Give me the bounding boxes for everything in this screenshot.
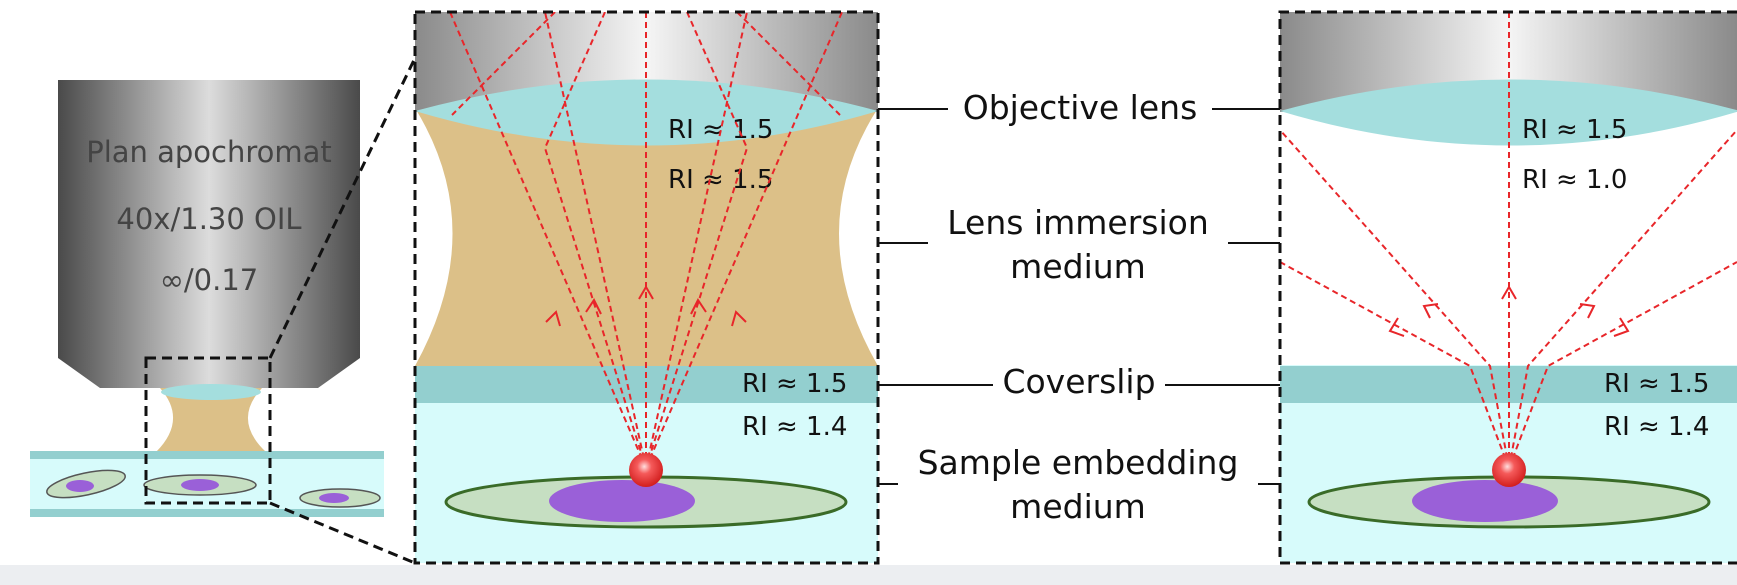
label-lens-immersion-line1: Lens immersion [947, 203, 1209, 242]
objective-overview: Plan apochromat 40x/1.30 OIL ∞/0.17 [58, 80, 360, 452]
objective-label-line3: ∞/0.17 [160, 263, 259, 297]
oil-light-rays [449, 12, 843, 469]
oil-arrow-1 [545, 310, 561, 327]
air-light-source [1492, 453, 1526, 487]
oil-panel-frame [413, 10, 880, 565]
oil-arrow-3 [638, 285, 654, 300]
oil-ri-immersion: RI ≈ 1.5 [668, 165, 773, 195]
zoom-box [144, 356, 272, 505]
footer-bar [0, 565, 1737, 585]
air-ray-3 [1508, 129, 1737, 469]
panel-oil-immersion: RI ≈ 1.5 RI ≈ 1.5 RI ≈ 1.5 RI ≈ 1.4 [415, 12, 878, 563]
oil-ri-sample: RI ≈ 1.4 [742, 412, 847, 442]
air-ri-lens: RI ≈ 1.5 [1522, 115, 1627, 145]
oil-light-source [629, 453, 663, 487]
oil-nucleus [549, 480, 695, 522]
oil-ri-coverslip: RI ≈ 1.5 [742, 369, 847, 399]
overview-nucleus-1 [66, 480, 94, 492]
microscopy-refractive-index-diagram: Plan apochromat 40x/1.30 OIL ∞/0.17 RI ≈… [30, 10, 1737, 565]
oil-ray-2 [544, 12, 647, 469]
oil-ray-1 [449, 12, 647, 469]
air-ri-immersion: RI ≈ 1.0 [1522, 165, 1627, 195]
oil-ray-lens-4 [736, 12, 841, 116]
air-ri-coverslip: RI ≈ 1.5 [1604, 369, 1709, 399]
overview-front-lens [161, 384, 261, 400]
objective-label-line2: 40x/1.30 OIL [116, 202, 301, 236]
zoom-line-bottom [269, 501, 416, 565]
oil-ray-lens-2 [645, 12, 749, 469]
air-ray-2 [1280, 129, 1510, 469]
air-ri-sample: RI ≈ 1.4 [1604, 412, 1709, 442]
oil-ray-lens-1 [543, 12, 647, 469]
air-arrow-3 [1501, 285, 1517, 300]
air-arrow-1 [1388, 317, 1405, 337]
objective-label-line1: Plan apochromat [86, 135, 332, 169]
overview-coverslip [30, 451, 384, 459]
label-coverslip: Coverslip [1002, 362, 1155, 401]
zoom-indicator [144, 57, 417, 565]
air-ray-arrows [1388, 285, 1630, 337]
air-nucleus [1412, 480, 1558, 522]
air-light-rays [1280, 12, 1737, 469]
air-arrow-2 [1422, 303, 1439, 319]
oil-ray-4 [645, 12, 748, 469]
zoom-line-top [268, 57, 417, 359]
overview-immersion-drop [156, 388, 266, 452]
label-sample-embedding-line2: medium [1010, 487, 1146, 526]
center-labels [878, 108, 1280, 485]
panel-air-immersion: RI ≈ 1.5 RI ≈ 1.0 RI ≈ 1.5 RI ≈ 1.4 [1280, 12, 1737, 563]
label-sample-embedding-line1: Sample embedding [918, 443, 1239, 482]
air-arrow-4 [1579, 303, 1596, 319]
air-ray-4 [1508, 261, 1737, 469]
oil-ray-lens-3 [451, 12, 556, 116]
overview-slide-bottom [30, 509, 384, 517]
overview-nucleus-3 [319, 493, 349, 503]
overview-slide [30, 451, 384, 517]
label-objective-lens: Objective lens [963, 88, 1198, 127]
objective-body [58, 80, 360, 388]
air-ray-1 [1280, 261, 1510, 469]
overview-nucleus-2 [181, 479, 219, 491]
oil-ri-lens: RI ≈ 1.5 [668, 115, 773, 145]
oil-ray-arrows [545, 285, 747, 327]
oil-ray-5 [645, 12, 843, 469]
oil-arrow-5 [731, 310, 747, 327]
label-lens-immersion-line2: medium [1010, 247, 1146, 286]
air-panel-frame [1278, 10, 1737, 565]
air-arrow-5 [1613, 317, 1630, 337]
oil-arrow-4 [690, 298, 707, 315]
oil-arrow-2 [585, 298, 602, 315]
